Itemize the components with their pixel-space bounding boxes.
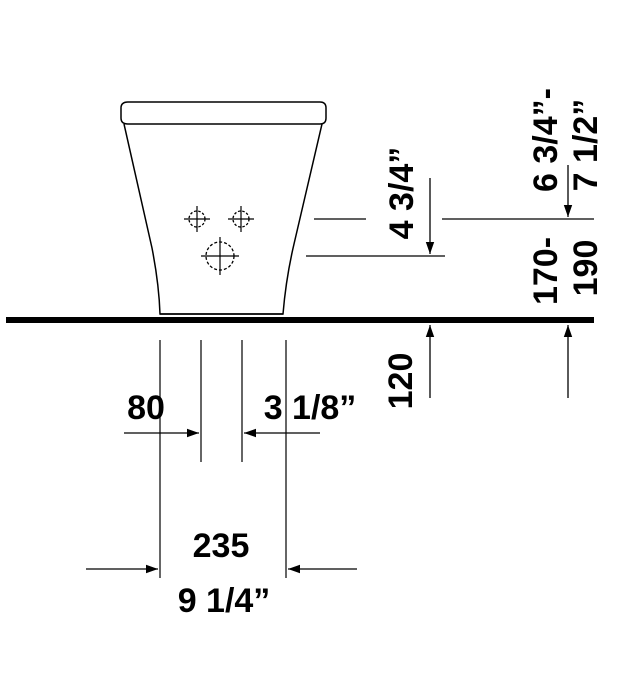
width-in-label: 9 1/4”: [178, 582, 271, 620]
width-mm-label: 235: [193, 527, 250, 565]
left-offset-mm-label: 80: [127, 389, 165, 427]
connection-range-in-label-a: 6 3/4”-: [527, 88, 565, 192]
connection-range-in-label-b: 7 1/2”: [567, 99, 605, 192]
height-in-label: 4 3/4”: [383, 147, 421, 240]
connection-range-mm-label-a: 170-: [527, 237, 565, 305]
water-inlet-right-icon: [228, 206, 254, 232]
dimension-arrows: [86, 165, 573, 574]
floor-line: [6, 317, 594, 323]
dimension-labels: 80 3 1/8” 235 9 1/4” 120 4 3/4” 170- 190…: [127, 88, 605, 620]
connection-range-mm-label-b: 190: [567, 240, 605, 297]
extension-lines: [159, 218, 594, 578]
connection-symbols: [184, 206, 254, 275]
drain-connection-icon: [201, 237, 239, 275]
bidet-outline: [120, 101, 327, 315]
bidet-lid: [120, 101, 327, 125]
height-mm-label: 120: [382, 353, 420, 410]
left-offset-in-label: 3 1/8”: [264, 389, 357, 427]
bidet-bowl: [123, 123, 323, 315]
water-inlet-left-icon: [184, 206, 210, 232]
